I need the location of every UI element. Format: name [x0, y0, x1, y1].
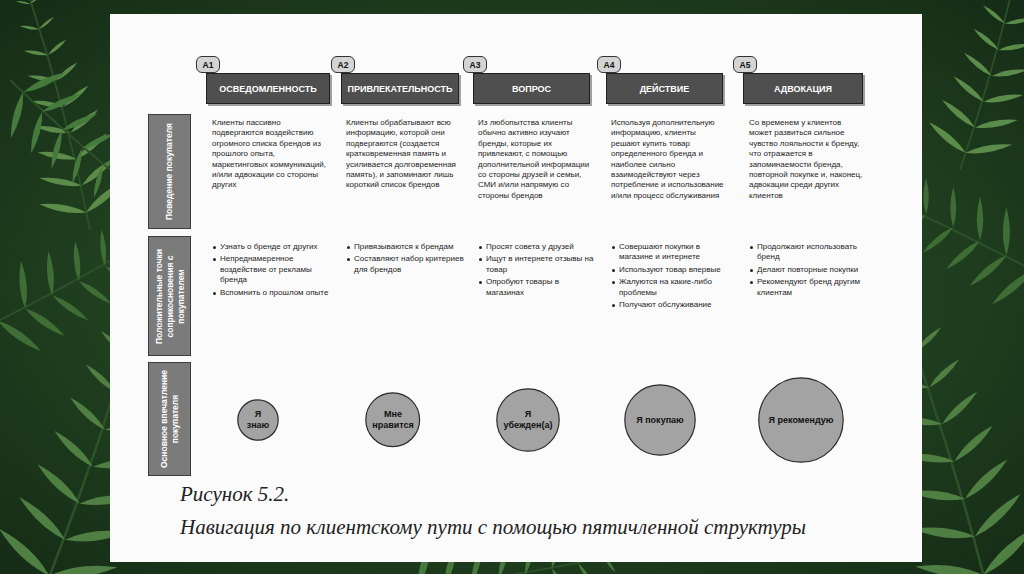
touchpoint-item: Привязываются к брендам	[354, 242, 464, 252]
bullet-dot	[213, 292, 216, 295]
stage-code: A3	[470, 60, 481, 70]
touchpoint-item: Рекомендуют бренд другим клиентам	[757, 277, 867, 298]
stage-code: A1	[203, 60, 214, 70]
row-title: Поведение покупателя	[164, 118, 175, 225]
touchpoint-item: Непреднамеренное воздействие от рекламы …	[220, 254, 330, 285]
white-panel	[110, 14, 922, 562]
bullet-dot	[612, 281, 615, 284]
figure-caption: Навигация по клиентскому пути с помощью …	[180, 515, 920, 540]
touchpoint-item: Жалуются на какие-либо проблемы	[619, 277, 729, 298]
stage-title: ОСВЕДОМЛЕННОСТЬ	[219, 84, 316, 94]
figure-number: Рисунок 5.2.	[180, 482, 920, 507]
stage-title: ДЕЙСТВИЕ	[640, 84, 690, 94]
stage-header: ПРИВЛЕКАТЕЛЬНОСТЬ	[341, 73, 459, 104]
bullet-dot	[213, 258, 216, 261]
touchpoint-item: Совершают покупки в магазине и интернете	[619, 242, 729, 263]
stage-title: ПРИВЛЕКАТЕЛЬНОСТЬ	[347, 84, 452, 94]
impression-circle: Я покупаю	[624, 384, 696, 456]
bullet-dot	[479, 258, 482, 261]
row-title: Основное впечатление покупателя	[159, 366, 181, 472]
impression-circle: Я знаю	[237, 399, 279, 441]
impression-text: Я знаю	[247, 409, 270, 431]
touchpoint-item: Получают обслуживание	[619, 300, 729, 310]
circle-shape	[625, 385, 695, 455]
touchpoint-item: Узнать о бренде от других	[220, 242, 330, 252]
stage-tab: A1	[196, 56, 220, 73]
stage-description: Из любопытства клиенты обычно активно из…	[478, 118, 594, 201]
impression-text: Я рекомендую	[769, 415, 834, 426]
stage-title: АДВОКАЦИЯ	[774, 84, 832, 94]
bullet-dot	[347, 258, 350, 261]
stage-code: A2	[338, 60, 349, 70]
bullet-dot	[750, 246, 753, 249]
touchpoint-item: Делают повторные покупки	[757, 265, 867, 275]
touchpoint-item: Просят совета у друзей	[486, 242, 596, 252]
touchpoint-item: Используют товар впервые	[619, 265, 729, 275]
stage-description: Со временем у клиентов может развиться с…	[749, 118, 865, 201]
stage-header: ОСВЕДОМЛЕННОСТЬ	[206, 73, 330, 104]
touchpoint-item: Продолжают использовать бренд	[757, 242, 867, 263]
bullet-dot	[479, 281, 482, 284]
stage-tab: A2	[331, 56, 355, 73]
impression-circle: Я убежден(а)	[496, 388, 560, 452]
bullet-dot	[750, 269, 753, 272]
stage-header: АДВОКАЦИЯ	[743, 73, 863, 104]
row-label: Основное впечатление покупателя	[148, 362, 191, 476]
impression-circle: Я рекомендую	[758, 377, 844, 463]
impression-circle: Мне нравится	[365, 392, 420, 447]
stage-code: A4	[604, 60, 615, 70]
stage-header: ДЕЙСТВИЕ	[606, 73, 723, 104]
touchpoint-item: Составляют набор критериев для брендов	[354, 254, 464, 275]
stage-tab: A5	[733, 56, 757, 73]
bullet-dot	[479, 246, 482, 249]
bullet-dot	[213, 246, 216, 249]
stage-code: A5	[740, 60, 751, 70]
row-title: Положительные точки соприкосновения с по…	[153, 240, 186, 352]
touchpoint-item: Опробуют товары в магазинах	[486, 277, 596, 298]
stage-description: Клиенты обрабатывают всю информацию, кот…	[346, 118, 462, 191]
row-label: Положительные точки соприкосновения с по…	[148, 236, 191, 356]
stage-tab: A3	[463, 56, 487, 73]
bullet-dot	[612, 246, 615, 249]
bullet-dot	[612, 269, 615, 272]
impression-text: Мне нравится	[372, 409, 414, 431]
stage-description: Используя дополнительную информацию, кли…	[611, 118, 727, 201]
bullet-dot	[750, 281, 753, 284]
circle-shape	[238, 400, 278, 440]
fern-frond	[918, 0, 1024, 182]
row-label: Поведение покупателя	[148, 114, 191, 229]
touchpoint-item: Ищут в интернете отзывы на товар	[486, 254, 596, 275]
impression-text: Я убежден(а)	[504, 409, 553, 431]
circle-shape	[366, 393, 420, 447]
touchpoint-item: Вспомнить о прошлом опыте	[220, 288, 330, 298]
stage-description: Клиенты пассивно подвергаются воздействи…	[212, 118, 328, 191]
stage-header: ВОПРОС	[473, 73, 590, 104]
circle-shape	[759, 378, 843, 462]
stage-tab: A4	[597, 56, 621, 73]
circle-shape	[497, 389, 559, 451]
bullet-dot	[347, 246, 350, 249]
impression-text: Я покупаю	[636, 415, 684, 426]
bullet-dot	[612, 304, 615, 307]
stage-title: ВОПРОС	[512, 84, 551, 94]
